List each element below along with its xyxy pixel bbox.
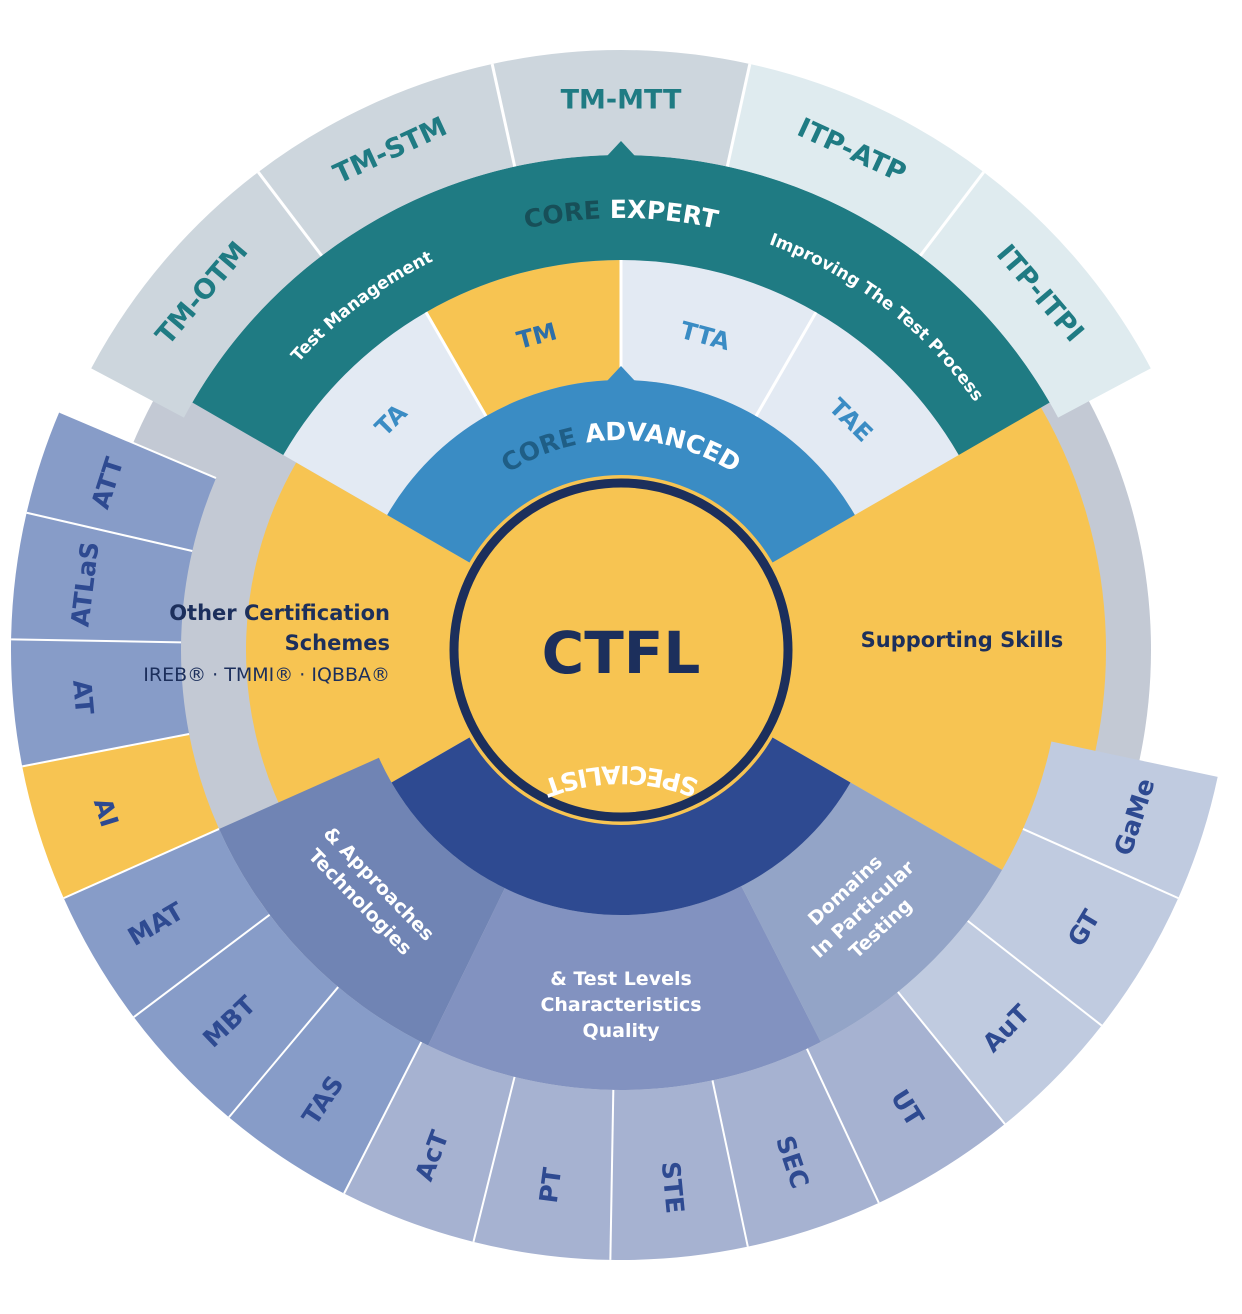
other-certification-label: Other Certification Schemes IREB® · TMMI… [143,601,390,686]
core-expert-arrow-up [607,366,635,381]
expert-module-tm-mtt [492,50,750,167]
expert-module-tm-otm [91,172,322,418]
advanced-module-ta [283,312,486,515]
center-ring [446,475,796,825]
expert-module-itp-itpi [920,172,1151,418]
specialist-divider [472,1076,516,1243]
specialist-divider [711,1080,749,1247]
center-ring-border [449,478,793,822]
specialist-module-act [344,1042,515,1242]
wheel-dividers [11,63,1179,1260]
expert-module-label-tm-mtt: TM-MTT [561,85,682,116]
core-expert-band [192,155,1050,455]
specialist-divider [133,914,271,1018]
specialist-arrow-down [607,824,635,839]
specialist-module-ste [610,1080,748,1261]
quality-label-line-0: Quality [583,1020,661,1042]
specialist-divider [22,732,190,768]
quality-label-line-2: & Test Levels [550,968,692,990]
specialist-module-at [10,639,190,767]
expert-divider [490,63,517,167]
expert-module-tm-stm [258,64,515,256]
group-domains [741,782,1003,1043]
specialist-divider [609,1089,615,1260]
specialist-module-atlas [11,512,193,643]
specialist-module-tas [228,987,422,1194]
specialist-divider [228,986,339,1118]
group-quality [428,886,821,1090]
supporting-skills-label: Supporting Skills [861,628,1064,652]
advanced-divider [424,311,488,417]
expert-module-itp-atp [727,64,984,256]
other-cert-title-2: Schemes [285,631,390,655]
group-technologies [219,757,505,1046]
specialist-module-ut [806,991,1005,1203]
specialist-module-label-pt: PT [534,1166,567,1205]
specialist-divider [806,1048,880,1204]
specialist-module-sec [712,1048,879,1247]
specialist-divider [967,920,1103,1027]
specialist-divider [11,638,182,644]
specialist-divider [897,991,1006,1125]
specialist-module-gt [967,828,1179,1026]
other-cert-subtitle: IREB® · TMMI® · IQBBA® [143,664,390,686]
specialist-divider [26,511,193,552]
advanced-module-tm [426,260,621,417]
other-cert-title-1: Other Certification [169,601,390,625]
specialist-module-label-at: AT [67,679,99,716]
core-advanced-arrow [607,461,635,476]
other-certification-sector [245,462,483,838]
expert-outer-arrow [607,141,635,156]
specialist-divider [343,1041,423,1194]
quality-label-line-1: Characteristics [540,994,701,1016]
specialist-module-pt [473,1076,614,1260]
specialist-module-aut [897,920,1102,1125]
expert-divider [257,171,323,257]
advanced-module-tta [621,260,816,417]
expert-divider [919,171,985,257]
specialist-divider [1022,828,1179,900]
specialist-module-att [26,411,216,552]
center-label: CTFL [542,619,701,687]
advanced-module-tae [756,312,959,515]
specialist-module-label-ste: STE [656,1160,690,1215]
specialist-divider [63,828,220,900]
specialist-module-mbt [133,914,339,1118]
specialist-module-game [1022,741,1218,899]
specialist-module-ai [22,733,220,899]
advanced-divider [754,311,818,417]
specialist-divider [59,410,217,480]
expert-divider [725,63,752,167]
